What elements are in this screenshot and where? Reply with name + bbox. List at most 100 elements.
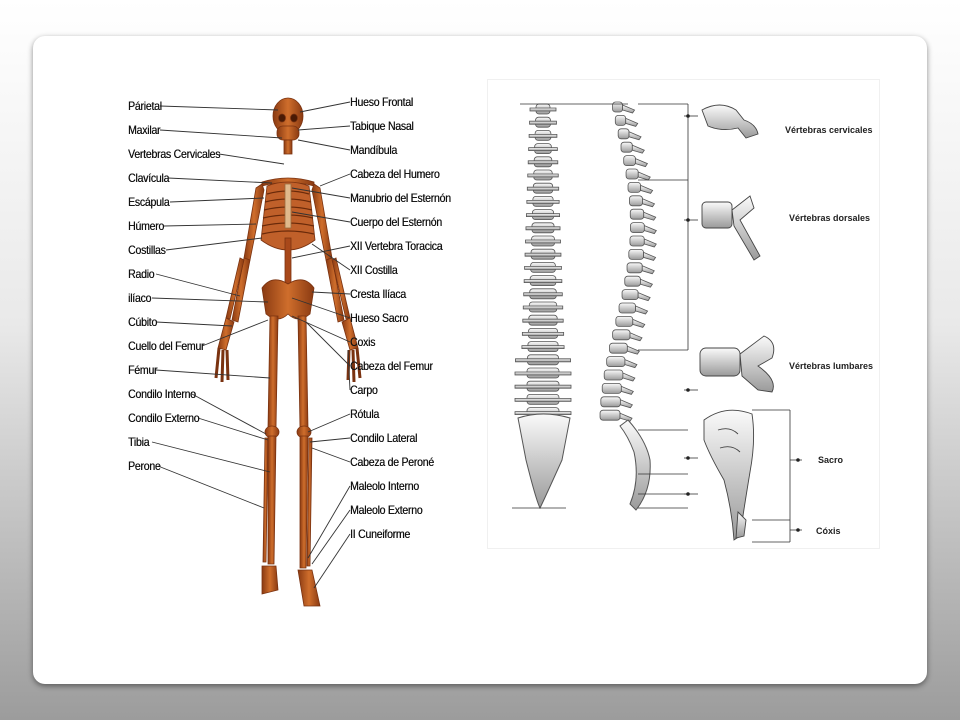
vertebra-front-process — [529, 107, 557, 112]
vertebra-side-process — [624, 359, 638, 369]
vertebra-side — [629, 208, 645, 220]
spine-figure — [512, 101, 802, 543]
vertebra-front-process — [523, 292, 563, 297]
vertebra-side-process — [643, 225, 657, 235]
label-coxis: Coxis — [350, 335, 376, 349]
label-xii-vertebra-toracica: XII Vertebra Toracica — [350, 239, 443, 253]
label-carpo: Carpo — [350, 383, 378, 397]
vertebra-side — [630, 222, 645, 234]
label-xii-costilla: XII Costilla — [350, 263, 398, 277]
label-cubito: Cúbito — [128, 315, 157, 329]
vertebra-front-process — [514, 398, 572, 402]
vertebra-side — [623, 155, 636, 166]
vertebra-front-process — [515, 358, 571, 363]
label-humero: Húmero — [128, 219, 164, 233]
vertebra-side — [609, 342, 628, 354]
vertebra-side-process — [629, 332, 643, 342]
vertebra-side-process — [626, 345, 640, 355]
vertebra-front-process — [525, 239, 561, 244]
vertebra-front-process — [528, 147, 558, 151]
vertebra-side — [599, 409, 621, 421]
vertebra-front-process — [528, 134, 558, 138]
label-maleolo-externo: Maleolo Externo — [350, 503, 423, 517]
vertebra-side — [629, 195, 643, 207]
vertebra-side — [612, 329, 631, 341]
label-radio: Radio — [128, 267, 155, 281]
label-sacro: Sacro — [818, 455, 844, 465]
vertebra-side — [606, 356, 626, 368]
vertebra-front-process — [526, 186, 560, 191]
vertebra-front-process — [526, 213, 560, 217]
vertebra-side — [628, 248, 644, 260]
label-rotula: Rótula — [350, 407, 379, 421]
label-tabique-nasal: Tabique Nasal — [350, 119, 414, 133]
label-coxis-spine: Cóxis — [816, 526, 841, 536]
vertebra-side-process — [619, 399, 633, 409]
vertebra-side — [612, 101, 623, 113]
vertebra-side — [618, 302, 636, 314]
label-ii-cuneiforme: II Cuneiforme — [350, 527, 410, 541]
label-cuello-del-femur: Cuello del Femur — [128, 339, 205, 353]
vertebra-front-process — [527, 173, 559, 178]
label-condilo-interno: Condilo Interno — [128, 387, 196, 401]
label-costillas: Costillas — [128, 243, 166, 257]
label-iliaco: ilíaco — [128, 291, 152, 305]
vertebra-front-process — [529, 120, 557, 125]
spine-diagram — [488, 80, 879, 548]
vertebra-side-process — [635, 158, 649, 168]
vertebra-front-process — [522, 305, 564, 310]
vertebra-side-process — [631, 144, 645, 154]
vertebra-side — [601, 382, 622, 394]
vertebra-front-process — [523, 279, 563, 283]
vertebra-side-process — [640, 184, 654, 194]
label-escapula: Escápula — [128, 195, 170, 209]
vertebra-side-process — [637, 171, 651, 181]
vertebra-side-process — [619, 412, 633, 422]
label-clavicula: Clavícula — [128, 171, 170, 185]
vertebra-front-process — [514, 411, 572, 415]
label-vertebras-dorsales: Vértebras dorsales — [789, 213, 871, 223]
label-hueso-sacro: Hueso Sacro — [350, 311, 409, 325]
vertebra-side-process — [622, 372, 636, 382]
label-maxilar: Maxilar — [128, 123, 161, 137]
label-vertebras-cervicales: Vértebras cervicales — [785, 125, 873, 135]
label-mandibula: Mandíbula — [350, 143, 397, 157]
label-parietal: Párietal — [128, 99, 162, 113]
vertebra-side-process — [628, 131, 642, 141]
label-condilo-externo: Condilo Externo — [128, 411, 200, 425]
vertebra-side-process — [620, 385, 634, 395]
vertebra-front-process — [522, 318, 564, 323]
vertebra-side-process — [625, 117, 639, 127]
vertebra-side — [627, 182, 642, 193]
label-hueso-frontal: Hueso Frontal — [350, 95, 413, 109]
vertebra-side — [614, 115, 627, 126]
label-perone: Perone — [128, 459, 161, 473]
vertebra-side — [621, 289, 639, 301]
vertebra-front-process — [521, 345, 565, 349]
label-tibia: Tibia — [128, 435, 150, 449]
label-cabeza-del-femur: Cabeza del Femur — [350, 359, 433, 373]
label-cuerpo-del-esternon: Cuerpo del Esternón — [350, 215, 442, 229]
label-manubrio-del-esternon: Manubrio del Esternón — [350, 191, 451, 205]
label-femur: Fémur — [128, 363, 158, 377]
vertebra-front-process — [514, 371, 572, 376]
vertebra-side — [629, 235, 645, 247]
vertebra-front-process — [521, 332, 565, 336]
label-cabeza-de-perone: Cabeza de Peroné — [350, 455, 434, 469]
vertebra-front-process — [514, 384, 572, 389]
vertebra-side — [603, 369, 624, 381]
vertebra-side-process — [641, 265, 655, 275]
vertebra-side-process — [640, 278, 654, 288]
vertebra-side-process — [632, 318, 646, 328]
vertebra-side-process — [642, 198, 656, 208]
vertebra-side — [620, 141, 633, 153]
vertebra-front-process — [524, 252, 562, 257]
label-cabeza-del-humero: Cabeza del Humero — [350, 167, 440, 181]
vertebra-side-process — [643, 238, 657, 248]
vertebra-side-process — [637, 292, 651, 302]
label-cresta-iliaca: Cresta Ilíaca — [350, 287, 406, 301]
skeleton-diagram — [122, 88, 462, 618]
vertebra-side — [600, 396, 621, 408]
vertebra-side-process — [643, 251, 657, 261]
vertebra-side-process — [622, 104, 636, 114]
